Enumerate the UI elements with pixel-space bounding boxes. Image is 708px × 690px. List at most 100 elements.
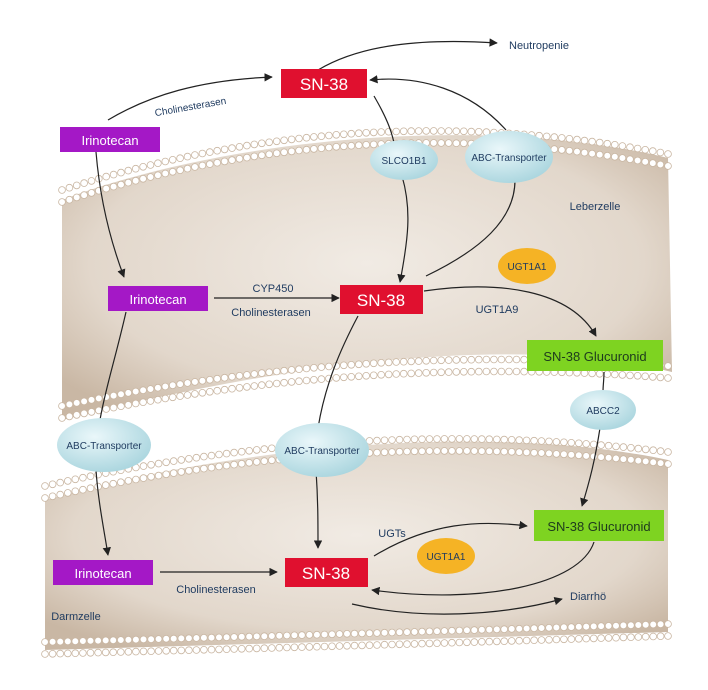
- membrane-lipid-dot: [582, 622, 590, 631]
- membrane-lipid-dot: [207, 451, 216, 460]
- sn38-gut-label: SN-38: [302, 564, 350, 583]
- membrane-lipid-dot: [552, 623, 561, 632]
- membrane-lipid-dot: [545, 437, 553, 446]
- membrane-lipid-dot: [287, 378, 296, 386]
- membrane-lipid-dot: [339, 361, 348, 370]
- membrane-lipid-dot: [433, 435, 441, 443]
- membrane-lipid-dot: [79, 485, 87, 494]
- membrane-lipid-dot: [265, 138, 274, 147]
- membrane-lipid-dot: [200, 452, 208, 461]
- membrane-lipid-dot: [235, 383, 244, 392]
- membrane-lipid-dot: [215, 450, 223, 459]
- membrane-lipid-dot: [48, 492, 57, 501]
- membrane-lipid-dot: [65, 195, 74, 204]
- membrane-lipid-dot: [429, 356, 438, 365]
- membrane-lipid-dot: [437, 368, 446, 377]
- glucuronid-liver-box: [527, 340, 663, 371]
- membrane-lipid-dot: [545, 635, 553, 644]
- membrane-lipid-dot: [373, 641, 381, 649]
- membrane-lipid-dot: [237, 644, 246, 653]
- arrow-to-diarrhoe: [351, 596, 563, 615]
- membrane-lipid-dot: [109, 182, 118, 191]
- membrane-lipid-dot: [237, 459, 246, 468]
- membrane-lipid-dot: [272, 367, 281, 376]
- membrane-lipid-dot: [392, 127, 401, 136]
- membrane-lipid-dot: [185, 466, 193, 475]
- membrane-lipid-dot: [275, 631, 284, 640]
- membrane-lipid-dot: [373, 436, 381, 445]
- membrane-lipid-dot: [388, 448, 396, 456]
- membrane-lipid-dot: [507, 447, 516, 456]
- membrane-lipid-dot: [290, 643, 299, 652]
- ugt1a1-liver-label: UGT1A1: [508, 262, 547, 273]
- membrane-lipid-dot: [162, 470, 171, 479]
- membrane-lipid-dot: [537, 624, 546, 632]
- membrane-lipid-dot: [320, 642, 329, 651]
- membrane-lipid-dot: [474, 367, 483, 376]
- membrane-lipid-dot: [463, 638, 471, 647]
- membrane-lipid-dot: [467, 127, 476, 136]
- membrane-lipid-dot: [557, 134, 566, 142]
- membrane-lipid-dot: [603, 139, 612, 148]
- membrane-lipid-dot: [418, 627, 426, 636]
- membrane-lipid-dot: [117, 168, 125, 177]
- arrow-slco-to-sn38-liver: [397, 175, 409, 283]
- membrane-lipid-dot: [664, 374, 672, 382]
- membrane-lipid-dot: [267, 444, 276, 453]
- membrane-lipid-dot: [505, 367, 513, 376]
- membrane-lipid-dot: [414, 369, 423, 377]
- abc-transporter-left: [57, 418, 151, 472]
- abc-transporter-liver-top: [465, 131, 553, 183]
- membrane-lipid-dot: [252, 458, 261, 466]
- membrane-lipid-dot: [618, 142, 627, 150]
- membrane-lipid-dot: [305, 643, 314, 651]
- membrane-lipid-dot: [641, 158, 649, 166]
- membrane-lipid-dot: [377, 358, 386, 367]
- membrane-lipid-dot: [656, 459, 665, 467]
- membrane-lipid-dot: [250, 370, 259, 378]
- arrow-sn38-to-neutropenie: [317, 38, 498, 71]
- membrane-lipid-dot: [648, 147, 657, 155]
- membrane-lipid-dot: [265, 150, 274, 159]
- membrane-lipid-dot: [418, 447, 426, 456]
- membrane-lipid-dot: [317, 144, 326, 153]
- membrane-lipid-dot: [109, 479, 117, 488]
- membrane-lipid-dot: [664, 620, 672, 628]
- membrane-lipid-dot: [395, 640, 404, 649]
- membrane-lipid-dot: [500, 447, 509, 456]
- membrane-lipid-dot: [191, 151, 199, 159]
- membrane-lipid-dot: [154, 383, 162, 392]
- membrane-lipid-dot: [64, 649, 72, 658]
- membrane-lipid-dot: [317, 363, 326, 371]
- label-cholinesterasen-top: Cholinesterasen: [154, 96, 227, 119]
- membrane-lipid-dot: [603, 151, 612, 160]
- membrane-lipid-dot: [80, 191, 88, 199]
- membrane-lipid-dot: [295, 377, 303, 386]
- membrane-lipid-dot: [574, 451, 583, 460]
- slco1b1-label: SLCO1B1: [381, 156, 426, 167]
- membrane-lipid-dot: [139, 175, 147, 183]
- membrane-lipid-dot: [369, 140, 378, 149]
- membrane-lipid-dot: [260, 644, 269, 652]
- membrane-lipid-dot: [250, 140, 259, 149]
- membrane-lipid-dot: [550, 133, 559, 141]
- abc-transporter-liver-top-label: ABC-Transporter: [471, 153, 547, 164]
- membrane-lipid-dot: [124, 476, 133, 485]
- membrane-lipid-dot: [161, 382, 170, 391]
- arrow-irinotecan-liver-to-abc: [99, 311, 127, 421]
- membrane-lipid-dot: [492, 625, 501, 634]
- membrane-lipid-dot: [407, 357, 416, 366]
- membrane-lipid-dot: [392, 358, 401, 366]
- membrane-lipid-dot: [422, 127, 431, 135]
- membrane-lipid-dot: [567, 450, 576, 459]
- membrane-lipid-dot: [455, 626, 464, 635]
- membrane-lipid-dot: [604, 634, 613, 642]
- membrane-lipid-dot: [588, 137, 596, 146]
- membrane-lipid-dot: [139, 474, 148, 482]
- membrane-lipid-dot: [627, 443, 635, 452]
- membrane-lipid-dot: [185, 634, 193, 642]
- membrane-lipid-dot: [185, 646, 193, 654]
- membrane-lipid-dot: [213, 374, 222, 383]
- membrane-lipid-dot: [48, 649, 57, 658]
- membrane-lipid-dot: [399, 357, 408, 366]
